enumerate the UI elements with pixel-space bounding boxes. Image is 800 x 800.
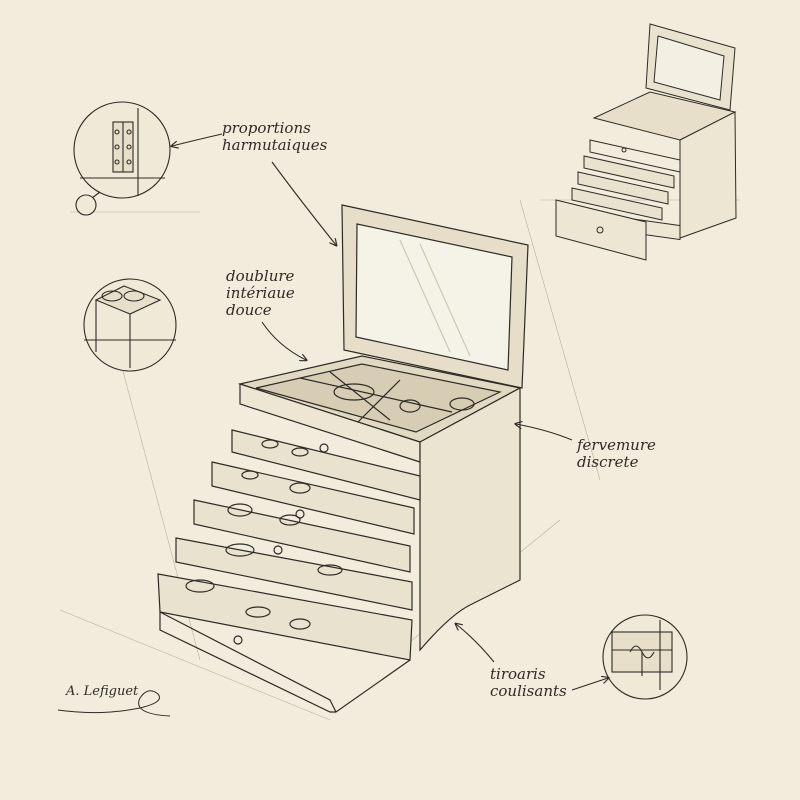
jewelry-box-main — [157, 204, 529, 713]
annotation-doublure: doublure intériaue douce — [226, 268, 295, 319]
annotation-fermeture: fervemure discrete — [577, 437, 656, 471]
annotation-fermeture-line2: discrete — [577, 453, 639, 471]
leader-arrows — [172, 133, 608, 691]
signature-flourish — [57, 690, 171, 717]
clasp-detail-icon — [602, 614, 688, 700]
annotation-tiroirs-line1: tiroaris — [490, 665, 546, 683]
annotation-proportions-line1: proportions — [222, 119, 311, 137]
annotation-proportions-line2: harmutaiques — [222, 136, 328, 154]
hinge-detail-icon — [73, 101, 171, 216]
artist-signature: A. Lefiguet — [66, 684, 139, 699]
box-thumbnail — [555, 23, 737, 261]
annotation-doublure-line3: douce — [226, 301, 272, 319]
annotation-doublure-line2: intériaue — [226, 284, 295, 302]
annotation-tiroirs: tiroaris coulisants — [490, 666, 567, 700]
corner-detail-icon — [83, 278, 177, 372]
annotation-tiroirs-line2: coulisants — [490, 682, 567, 700]
annotation-doublure-line1: doublure — [226, 267, 295, 285]
annotation-fermeture-line1: fervemure — [577, 436, 656, 454]
annotation-proportions: proportions harmutaiques — [222, 120, 327, 154]
